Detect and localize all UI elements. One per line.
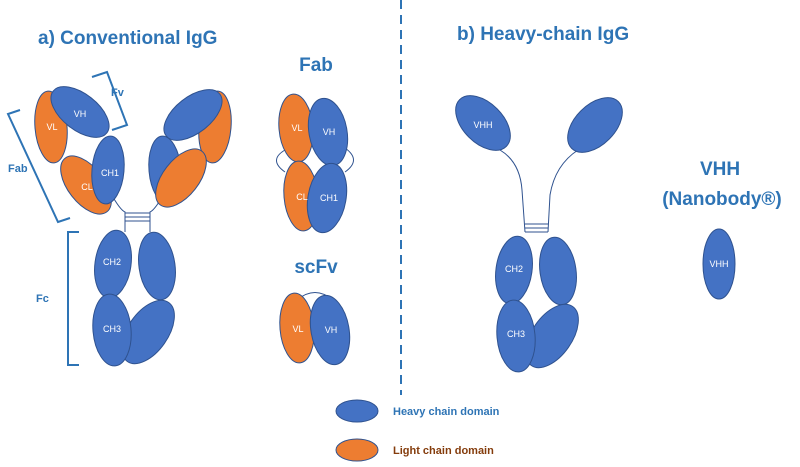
hcab-linker-left (499, 149, 526, 233)
vhh-title: VHH (700, 159, 740, 180)
igg-ch1-domain (91, 135, 125, 205)
igg-ch3-right (121, 299, 175, 365)
fab-cl-label: CL (296, 192, 308, 202)
fv-bracket (91, 70, 129, 131)
fab-bracket (6, 109, 71, 224)
hcab-ch3-left (496, 299, 536, 373)
igg-right-light-constant (155, 148, 207, 208)
igg-vh-domain (50, 86, 110, 138)
hcab-ch2-right (539, 236, 577, 306)
scfv-vl-label: VL (292, 324, 303, 334)
fab-vl-label: VL (291, 123, 302, 133)
nanobody-title: (Nanobody®) (662, 189, 782, 210)
igg-ch3-left (92, 293, 132, 367)
legend-light-label: Light chain domain (393, 445, 494, 457)
fab-loop-right (344, 147, 354, 173)
fc-bracket-label: Fc (36, 293, 49, 305)
hcab-ch2-label: CH2 (505, 264, 523, 274)
hcab-vhh-right (567, 97, 623, 153)
hcab-ch3-right (525, 303, 579, 369)
scfv-vh-label: VH (325, 325, 338, 335)
igg-ch2-right (138, 231, 176, 301)
fab-bracket-label: Fab (8, 163, 28, 175)
fc-bracket (67, 231, 79, 366)
vhh-domain-label: VHH (709, 259, 728, 269)
igg-ch3-label: CH3 (103, 324, 121, 334)
igg-ch1-label: CH1 (101, 168, 119, 178)
hcab-vhh-label: VHH (473, 120, 492, 130)
igg-ch2-label: CH2 (103, 257, 121, 267)
fab-loop-left (276, 149, 286, 173)
fab-ch1-label: CH1 (320, 193, 338, 203)
igg-vl-label: VL (46, 122, 57, 132)
heavy-chain-igg-title: b) Heavy-chain IgG (457, 24, 629, 45)
hcab-linker-right (547, 149, 579, 233)
fab-title: Fab (299, 55, 333, 76)
scfv-title: scFv (294, 257, 338, 278)
scfv-vh-domain (309, 294, 351, 366)
fab-vh-label: VH (323, 127, 336, 137)
fab-ch1-domain (306, 162, 348, 234)
fv-label: Fv (111, 87, 125, 99)
hcab-ch3-label: CH3 (507, 329, 525, 339)
igg-vh-label: VH (74, 109, 87, 119)
legend-light-swatch (335, 438, 379, 462)
igg-right-heavy-variable (163, 89, 223, 141)
igg-cl-label: CL (81, 182, 93, 192)
vhh-domain (702, 228, 736, 300)
conventional-igg-title: a) Conventional IgG (38, 28, 217, 49)
legend-heavy-label: Heavy chain domain (393, 406, 500, 418)
legend-heavy-swatch (335, 399, 379, 423)
hcab-vhh-left (455, 95, 511, 151)
